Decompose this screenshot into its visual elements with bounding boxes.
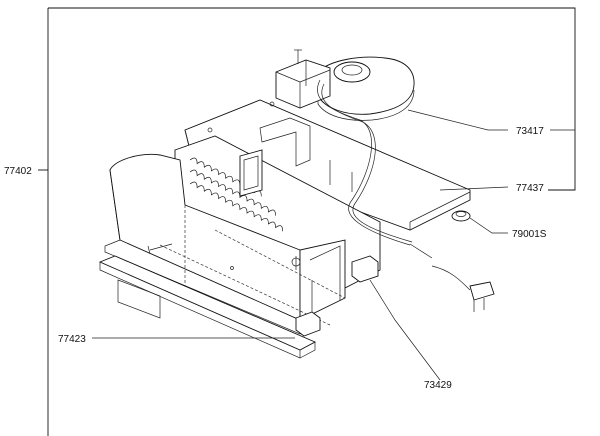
leader-lines [92,109,575,381]
blower-fan-unit [275,49,415,121]
label-73429: 73429 [424,380,452,391]
label-73417: 73417 [516,126,544,137]
front-cover-housing [104,153,346,335]
wire-harness [317,79,495,312]
fasteners [291,255,379,337]
grommet [451,210,471,222]
label-79001S: 79001S [512,229,547,240]
label-77423: 77423 [58,334,86,345]
bottom-tray [98,255,317,359]
label-77402: 77402 [4,166,32,177]
label-77437: 77437 [516,183,544,194]
assembly-frame-77402 [38,7,576,436]
